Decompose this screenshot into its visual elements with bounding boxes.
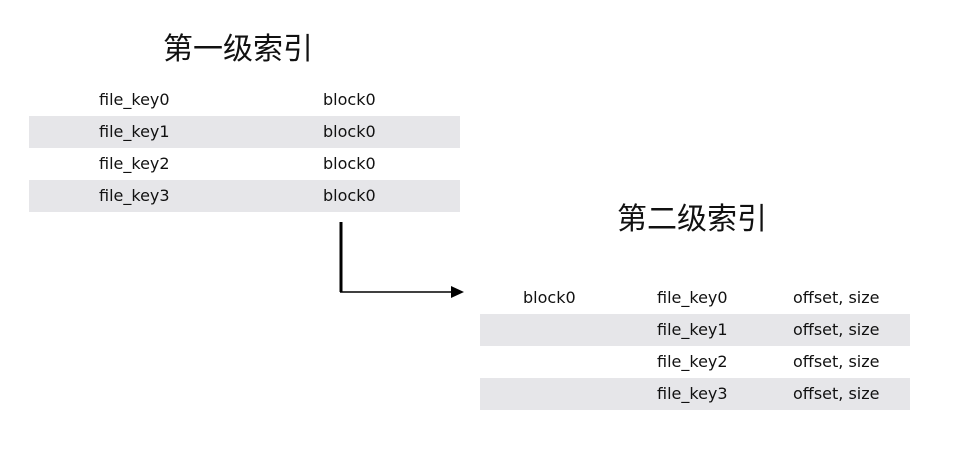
file-key-cell: file_key1 <box>99 122 170 141</box>
table-row: file_key2 block0 <box>29 148 460 180</box>
block-cell: block0 <box>323 122 376 141</box>
offset-size-cell: offset, size <box>793 288 880 307</box>
arrowhead-icon <box>451 286 464 298</box>
file-key-cell: file_key0 <box>657 288 728 307</box>
file-key-cell: file_key0 <box>99 90 170 109</box>
table-row: file_key1 block0 <box>29 116 460 148</box>
file-key-cell: file_key3 <box>99 186 170 205</box>
offset-size-cell: offset, size <box>793 352 880 371</box>
block-cell: block0 <box>323 186 376 205</box>
offset-size-cell: offset, size <box>793 384 880 403</box>
table-row: file_key0 block0 <box>29 84 460 116</box>
offset-size-cell: offset, size <box>793 320 880 339</box>
file-key-cell: file_key2 <box>657 352 728 371</box>
file-key-cell: file_key1 <box>657 320 728 339</box>
level1-title: 第一级索引 <box>163 32 313 67</box>
block-cell: block0 <box>523 288 576 307</box>
block-cell: block0 <box>323 90 376 109</box>
file-key-cell: file_key2 <box>99 154 170 173</box>
file-key-cell: file_key3 <box>657 384 728 403</box>
table-row: file_key1 offset, size <box>480 314 910 346</box>
table-row: block0 file_key0 offset, size <box>480 282 910 314</box>
table-row: file_key3 block0 <box>29 180 460 212</box>
table-row: file_key2 offset, size <box>480 346 910 378</box>
table-row: file_key3 offset, size <box>480 378 910 410</box>
level2-index-table: block0 file_key0 offset, size file_key1 … <box>480 282 910 410</box>
block-cell: block0 <box>323 154 376 173</box>
level1-index-table: file_key0 block0 file_key1 block0 file_k… <box>29 84 460 212</box>
level2-title: 第二级索引 <box>617 202 767 237</box>
